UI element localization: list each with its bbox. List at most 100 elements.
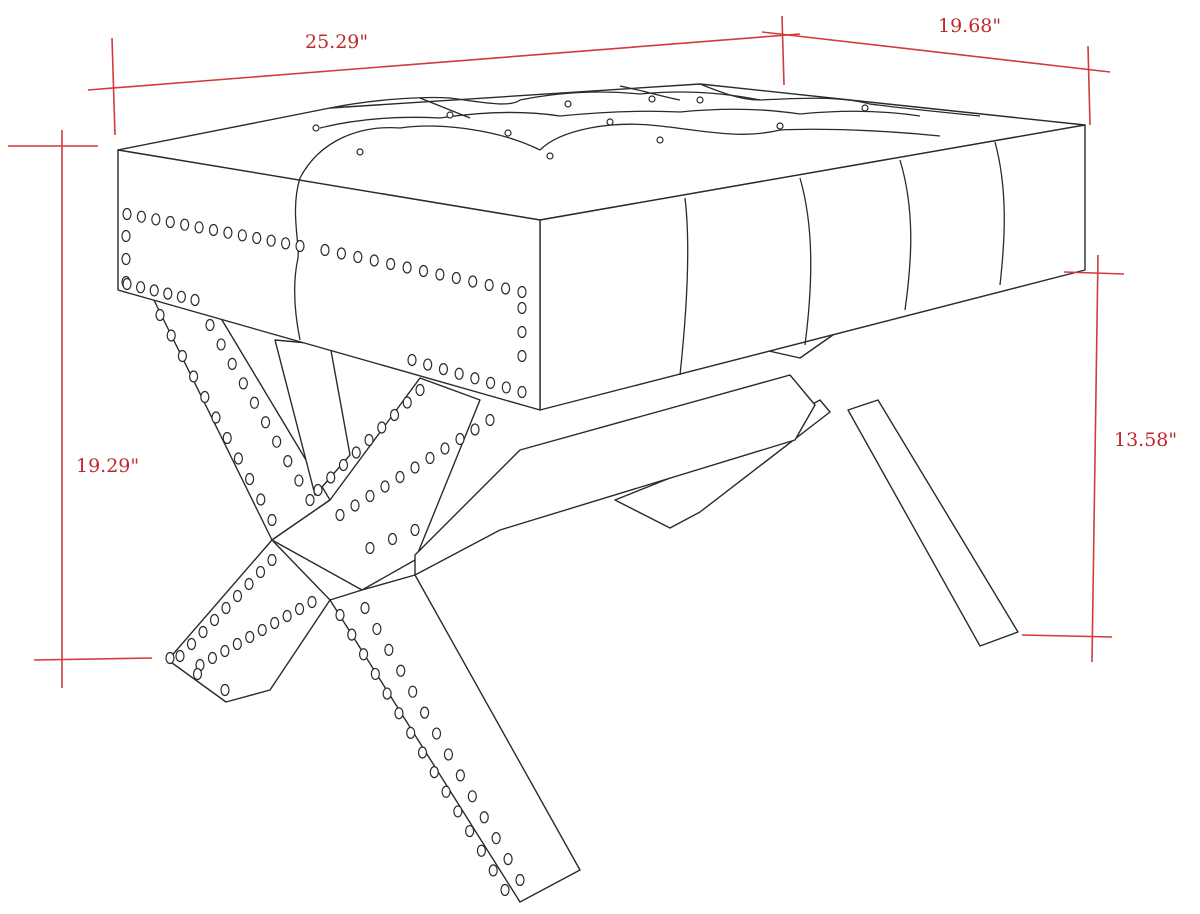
nailhead-stud [207, 651, 218, 665]
nailhead-stud [476, 844, 487, 857]
nailhead-stud [338, 458, 349, 472]
nailhead-stud [347, 628, 357, 641]
nailhead-stud [223, 226, 233, 239]
nailhead-stud [358, 648, 369, 661]
nailhead-stud [205, 318, 215, 332]
nailhead-stud [208, 223, 219, 237]
nailhead-stud [326, 471, 336, 484]
nailhead-stud [200, 390, 210, 404]
nailhead-stud [121, 229, 131, 243]
nailhead-stud [335, 608, 345, 622]
nailhead-stud [149, 284, 159, 297]
nailhead-stud [382, 687, 392, 700]
nailhead-stud [488, 864, 498, 877]
nailhead-stud [468, 275, 478, 288]
nailhead-stud [233, 452, 243, 465]
nailhead-stud [151, 213, 161, 226]
nailhead-stud [517, 325, 527, 339]
dimension-total-height: 19.29" [8, 130, 153, 688]
nailhead-stud [441, 785, 451, 798]
nailhead-stud [443, 748, 454, 761]
nailhead-stud [491, 832, 501, 845]
nailhead-stud [467, 790, 477, 803]
nailhead-stud [410, 523, 420, 537]
nailhead-stud [283, 455, 293, 468]
nailhead-stud [384, 643, 394, 656]
nailhead-stud [267, 513, 277, 527]
nailhead-stud [238, 377, 248, 390]
nailhead-stud [257, 623, 267, 637]
nailhead-stud [155, 308, 165, 322]
nailhead-stud [423, 358, 433, 371]
nailhead-stud [136, 210, 147, 223]
nailhead-stud [454, 367, 464, 380]
dimension-leg-height: 13.58" [1021, 254, 1177, 663]
nailhead-stud [260, 416, 271, 429]
nailhead-stud [282, 609, 292, 623]
nailhead-stud [121, 252, 131, 266]
nailhead-stud [394, 707, 404, 720]
nailhead-stud [410, 461, 420, 474]
nailhead-stud [417, 746, 428, 759]
nailhead-stud [470, 372, 480, 385]
nailhead-stud [335, 508, 345, 522]
nailhead-stud [353, 250, 363, 264]
nailhead-stud [470, 423, 480, 436]
nailhead-stud [517, 301, 527, 315]
nailhead-stud [216, 338, 226, 351]
total-height-label: 19.29" [76, 455, 139, 477]
nailhead-stud [380, 480, 390, 493]
nailhead-stud [365, 489, 375, 503]
nailhead-stud [294, 474, 304, 487]
nailhead-stud [402, 261, 412, 274]
nailhead-stud [351, 446, 361, 459]
nailhead-stud [389, 408, 400, 422]
nailhead-stud [165, 215, 175, 229]
nailhead-stud [252, 231, 262, 245]
nailhead-stud [186, 637, 197, 651]
nailhead-stud [320, 243, 330, 257]
nailhead-stud [175, 649, 185, 663]
nailhead-stud [451, 271, 461, 285]
nailhead-stud [407, 353, 417, 367]
nailhead-stud [190, 293, 200, 307]
width-label: 25.29" [305, 31, 368, 53]
nailhead-stud [211, 411, 221, 424]
nailhead-stud [280, 237, 291, 250]
nailhead-stud [255, 565, 266, 579]
nailhead-stud [189, 370, 199, 383]
nailhead-stud [377, 421, 387, 434]
nailhead-stud [176, 290, 186, 303]
nailhead-stud [396, 664, 406, 677]
nailhead-stud [350, 499, 360, 512]
nailhead-stud [408, 685, 418, 698]
nailhead-stud [192, 667, 203, 681]
nailhead-stud [387, 532, 398, 546]
nailhead-stud [438, 363, 449, 376]
nailhead-stud [455, 769, 465, 782]
seat [117, 83, 1086, 411]
nailhead-stud [406, 726, 416, 739]
front-x-leg [149, 291, 816, 903]
nailhead-stud [517, 285, 527, 299]
nailhead-trim [121, 207, 527, 897]
nailhead-stud [267, 553, 277, 567]
nailhead-stud [501, 381, 511, 394]
nailhead-stud [209, 613, 220, 627]
nailhead-stud [307, 595, 317, 609]
nailhead-stud [500, 883, 510, 897]
dimension-depth: 19.68" [761, 15, 1111, 126]
nailhead-stud [360, 601, 370, 615]
nailhead-stud [194, 221, 204, 234]
nailhead-stud [485, 376, 496, 389]
nailhead-stud [425, 451, 435, 465]
nailhead-stud [221, 601, 231, 615]
nailhead-stud [465, 824, 475, 838]
nailhead-stud [455, 432, 465, 446]
nailhead-stud [503, 852, 513, 866]
nailhead-stud [500, 282, 511, 295]
nailhead-stud [418, 264, 429, 278]
nailhead-stud [415, 383, 425, 397]
